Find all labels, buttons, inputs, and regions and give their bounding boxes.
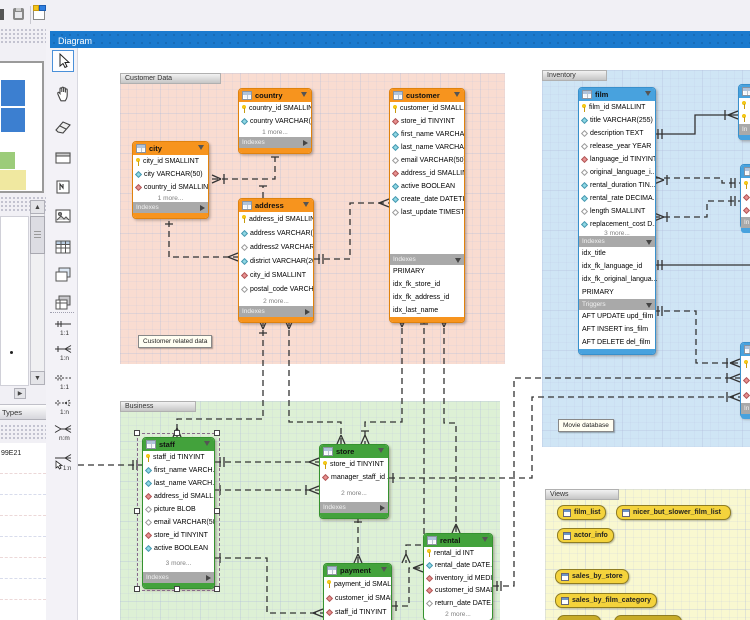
svg-text:1:1: 1:1 bbox=[60, 330, 69, 337]
svg-text:1:n: 1:n bbox=[60, 409, 69, 416]
svg-text:1:1: 1:1 bbox=[60, 384, 69, 391]
svg-text:n:m: n:m bbox=[59, 435, 70, 442]
svg-text:1:n: 1:n bbox=[60, 355, 69, 362]
svg-text:1:n: 1:n bbox=[63, 466, 71, 472]
